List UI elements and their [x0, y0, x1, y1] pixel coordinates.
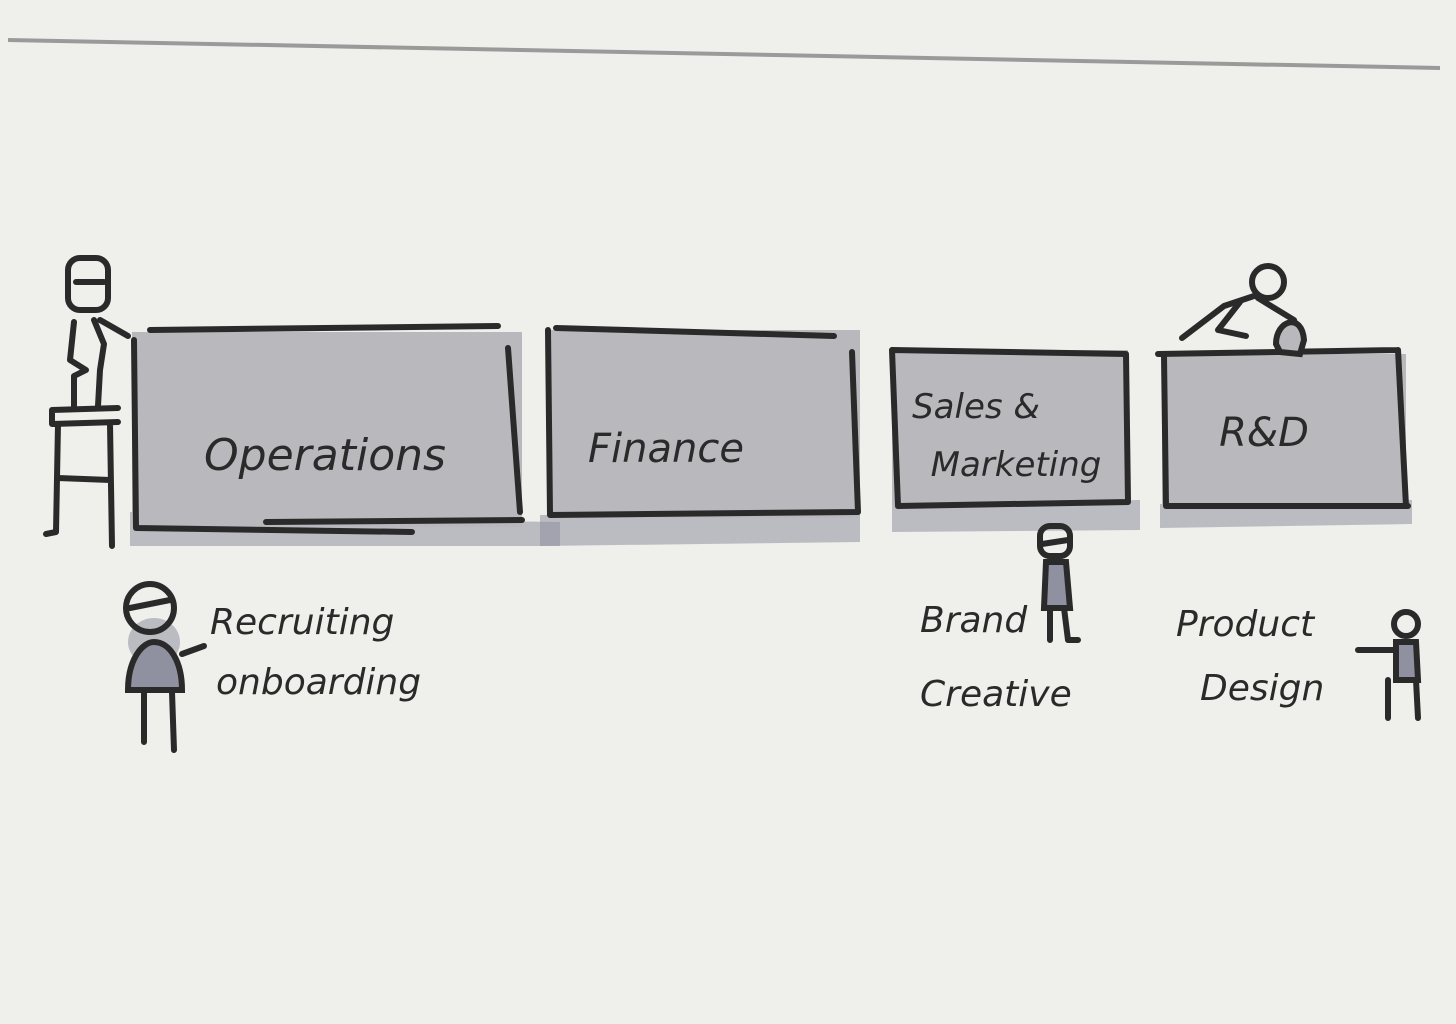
annotation-brand-line2: Creative	[920, 674, 1072, 715]
annotation-recruiting-line1: Recruiting	[210, 602, 394, 643]
person-standing-on-stool-icon	[65, 255, 131, 409]
department-label-operations: Operations	[204, 430, 446, 481]
department-label-sales-line2: Marketing	[931, 445, 1102, 485]
department-box-sales-marketing: Sales & Marketing	[889, 347, 1140, 532]
department-box-finance: Finance	[540, 325, 861, 546]
annotation-product-line2: Design	[1200, 668, 1324, 709]
stool-icon	[43, 405, 121, 549]
department-label-sales-line1: Sales &	[912, 387, 1040, 427]
person-climbing-icon	[1179, 263, 1308, 358]
person-icon-brand	[1037, 523, 1081, 643]
department-label-finance: Finance	[588, 426, 744, 472]
department-label-rd: R&D	[1219, 410, 1309, 456]
annotation-recruiting-line2: onboarding	[216, 662, 421, 703]
top-rule-line	[7, 38, 1441, 70]
annotation-product-line1: Product	[1176, 604, 1316, 645]
department-box-rd: R&D	[1155, 347, 1412, 528]
person-icon-recruiting	[123, 581, 207, 753]
department-box-operations: Operations	[130, 323, 560, 546]
annotation-brand-line1: Brand	[920, 600, 1028, 641]
person-icon-product	[1355, 609, 1422, 721]
